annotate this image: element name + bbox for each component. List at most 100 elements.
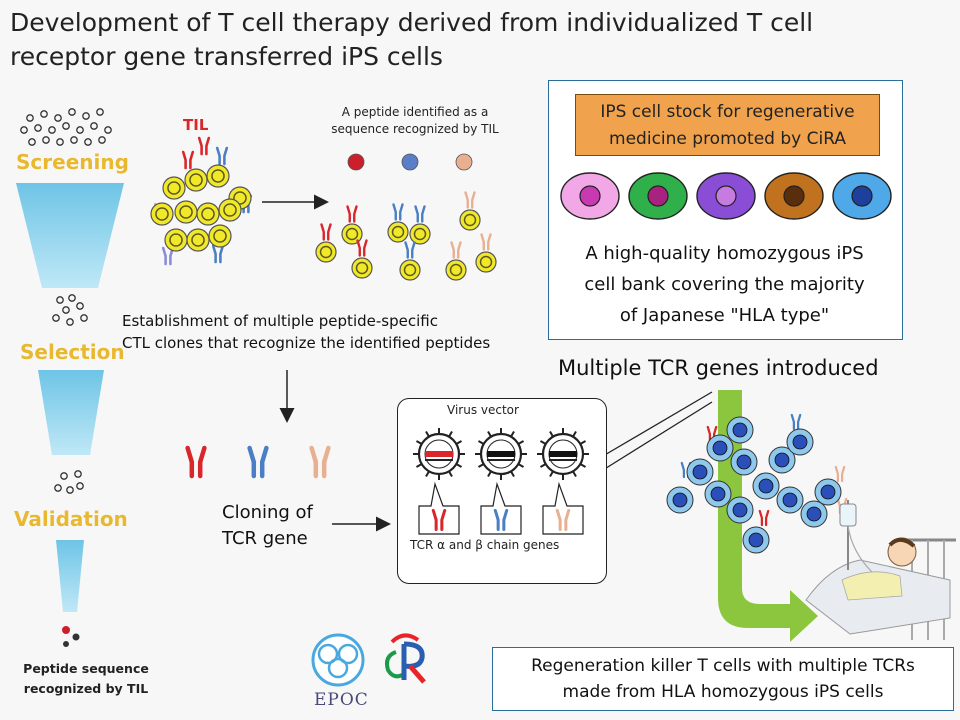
til-cell-cluster [150, 136, 253, 266]
t-cell [475, 251, 497, 273]
killer-t-cell [786, 428, 814, 456]
t-cell [150, 202, 174, 226]
t-cell [186, 228, 210, 252]
tcr-receptor-icon [346, 205, 358, 223]
ips-cells [560, 172, 892, 220]
tcr-receptor-icon [181, 150, 195, 170]
ips-bank-line-2: cell bank covering the majority [584, 274, 865, 295]
ips-stock-line-1: IPS cell stock for regenerative [600, 102, 855, 122]
tcr-receptor-icon [404, 241, 416, 259]
peptide-note-line-2: sequence recognized by TIL [331, 122, 499, 136]
tcr-receptor-icon [790, 413, 802, 431]
screening-dots [20, 108, 112, 146]
killer-t-cell [776, 486, 804, 514]
tcr-receptor-icon [431, 508, 447, 532]
tcr-receptor-row [185, 445, 331, 479]
t-cell [164, 228, 188, 252]
peptide-note: A peptide identified as a sequence recog… [300, 104, 530, 138]
tcr-receptor-icon [356, 239, 368, 257]
funnel-selection [38, 370, 104, 455]
iv-drip-bag [839, 503, 857, 527]
t-cell [341, 223, 363, 245]
killer-t-cell [742, 526, 770, 554]
t-cell [196, 202, 220, 226]
page-title: Development of T cell therapy derived fr… [10, 6, 910, 74]
killer-t-cell [704, 480, 732, 508]
tcr-receptor-icon [834, 465, 846, 483]
tcr-receptor-icon [555, 508, 571, 532]
title-line-2: receptor gene transferred iPS cells [10, 42, 443, 71]
killer-t-cell [706, 434, 734, 462]
peptide-dot [401, 153, 419, 171]
killer-t-cell [800, 500, 828, 528]
ips-cell [560, 172, 620, 220]
t-cell [206, 164, 230, 188]
t-cell [315, 241, 337, 263]
cloning-line-2: TCR gene [222, 528, 308, 549]
tcr-receptor-icon [758, 509, 770, 527]
killer-t-cell [814, 478, 842, 506]
virus-vectors [413, 428, 589, 535]
killer-t-cell [686, 458, 714, 486]
t-cell [351, 257, 373, 279]
t-cell [409, 223, 431, 245]
t-cell [399, 259, 421, 281]
virus-vector-icon [475, 428, 527, 535]
peptide-dot [347, 153, 365, 171]
cira-logo [385, 633, 426, 684]
peptide-dot [455, 153, 473, 171]
selection-dots [52, 294, 88, 326]
ips-bank-description: A high-quality homozygous iPS cell bank … [552, 238, 897, 331]
peptide-result-line-2: recognized by TIL [23, 681, 149, 696]
hospital-bed [805, 500, 956, 640]
tcr-receptor-icon [392, 203, 404, 221]
killer-t-cell [726, 416, 754, 444]
title-line-1: Development of T cell therapy derived fr… [10, 8, 814, 37]
ips-cell [764, 172, 824, 220]
regen-line-2: made from HLA homozygous iPS cells [562, 682, 884, 702]
t-cell [387, 221, 409, 243]
til-label: TIL [183, 116, 209, 134]
tcr-receptor-icon [197, 136, 211, 156]
ips-bank-line-1: A high-quality homozygous iPS [585, 243, 864, 264]
t-cell [184, 168, 208, 192]
cloning-text: Cloning of TCR gene [222, 500, 313, 552]
funnel-screening [16, 183, 124, 288]
multiple-tcr-heading: Multiple TCR genes introduced [558, 356, 879, 380]
tcr-receptor-icon [320, 223, 332, 241]
establishment-line-2: CTL clones that recognize the identified… [122, 334, 491, 352]
tcr-receptor-icon [450, 241, 462, 259]
virus-vector-label: Virus vector [447, 403, 519, 417]
establishment-line-1: Establishment of multiple peptide-specif… [122, 312, 438, 330]
regen-line-1: Regeneration killer T cells with multipl… [531, 656, 915, 676]
validation-dots [54, 470, 84, 494]
epoc-logo-text: EPOC [314, 690, 369, 710]
killer-t-cell [726, 496, 754, 524]
tcr-receptor-icon [247, 445, 269, 479]
tcr-receptor-icon [464, 191, 476, 209]
tcr-receptor-icon [215, 146, 229, 166]
tcr-receptor-icon [480, 233, 492, 251]
tcr-receptor-icon [211, 244, 225, 264]
stage-label-screening: Screening [16, 150, 129, 174]
ips-cell [832, 172, 892, 220]
killer-t-cell [730, 448, 758, 476]
epoc-logo [311, 633, 365, 687]
virus-vector-icon [537, 428, 589, 535]
callout-line-bottom [602, 401, 713, 471]
funnel-validation [56, 540, 84, 612]
ips-stock-title: IPS cell stock for regenerative medicine… [575, 94, 880, 156]
establishment-text: Establishment of multiple peptide-specif… [122, 310, 552, 354]
tcr-receptor-icon [309, 445, 331, 479]
peptide-result-label: Peptide sequence recognized by TIL [6, 659, 166, 699]
killer-t-cell [768, 446, 796, 474]
stage-label-validation: Validation [14, 507, 128, 531]
virus-vector-icon [413, 428, 465, 535]
ips-cell [696, 172, 756, 220]
t-cell [459, 209, 481, 231]
t-cell [218, 198, 242, 222]
t-cell [445, 259, 467, 281]
killer-t-cell [666, 486, 694, 514]
